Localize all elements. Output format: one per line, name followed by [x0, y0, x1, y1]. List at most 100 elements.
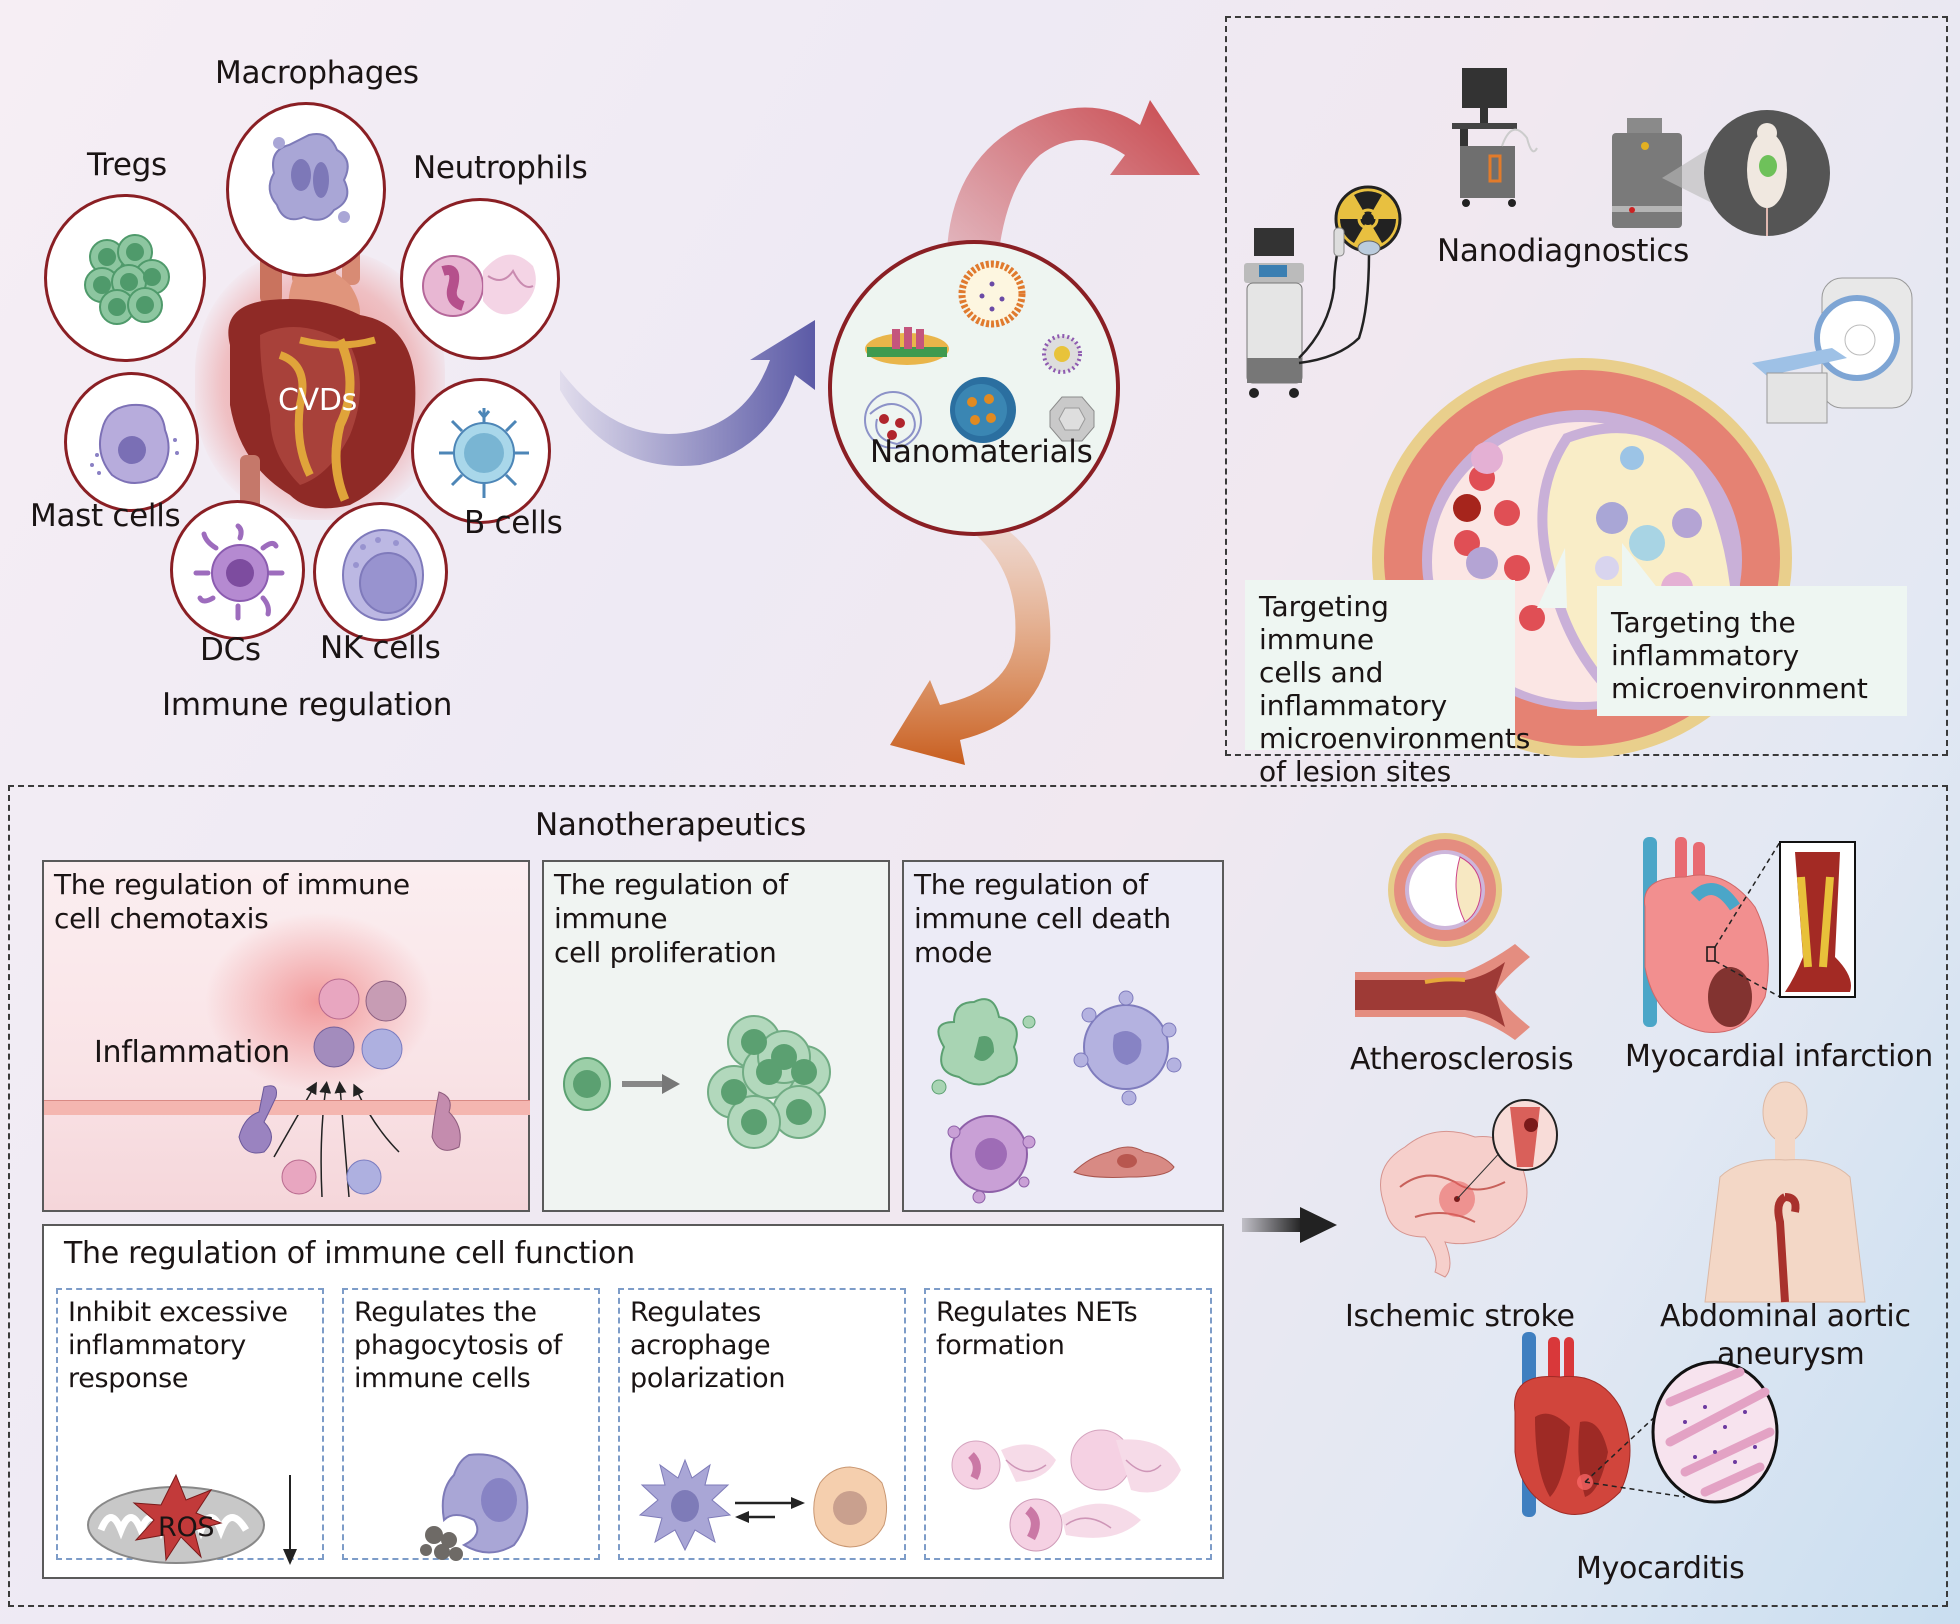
- callout-line: microenvironment: [1611, 672, 1868, 705]
- ferroptotic-cell-icon: [1073, 1146, 1175, 1178]
- mast-cell-icon: [90, 403, 179, 484]
- metal-nanoparticle-icon: [1049, 396, 1095, 442]
- nk-cell-icon: [342, 529, 424, 621]
- pyroptotic-cell-icon: [1073, 990, 1182, 1106]
- nanotherapeutics-title: Nanotherapeutics: [535, 807, 806, 843]
- mouse-imaging-icon: [1662, 110, 1830, 236]
- nk-cell-circle: [313, 502, 448, 642]
- callout-line: inflammatory: [1611, 639, 1800, 672]
- polarization-arrows-icon: [735, 1497, 805, 1523]
- mesoporous-nanoparticle-icon: [950, 377, 1016, 443]
- function-panel-title: The regulation of immune cell function: [64, 1236, 635, 1271]
- disease-label-myocarditis: Myocarditis: [1576, 1551, 1745, 1586]
- callout-pointer-left: [1537, 548, 1567, 608]
- human-aorta-icon: [1704, 1081, 1866, 1303]
- panel-title-line: cell proliferation: [554, 936, 777, 969]
- imaging-workstation-icon: [1452, 68, 1538, 207]
- mri-scanner-icon: [1752, 277, 1913, 424]
- phagocyte-icon: [420, 1453, 529, 1561]
- panel-immune-cell-function: The regulation of immune cell function I…: [42, 1224, 1224, 1579]
- b-cell-circle: [411, 378, 551, 524]
- disease-label-aaa-line2: aneurysm: [1717, 1337, 1865, 1372]
- extravasating-cells-icon: [238, 1085, 461, 1195]
- decrease-arrow-icon: [283, 1475, 297, 1565]
- arrow-to-nanomaterials: [560, 320, 815, 467]
- disease-label-myocardial-infarction: Myocardial infarction: [1625, 1039, 1933, 1074]
- dcs-label: DCs: [200, 632, 261, 668]
- single-cell-icon: [563, 1057, 611, 1111]
- m2-macrophage-icon: [813, 1466, 888, 1548]
- nets-icon: [951, 1429, 1181, 1552]
- subpanel-title-line: phagocytosis of: [354, 1330, 563, 1361]
- ros-label: ROS: [158, 1512, 215, 1543]
- b-cells-label: B cells: [464, 505, 563, 541]
- nk-cells-label: NK cells: [320, 630, 441, 666]
- subpanel-title-line: polarization: [630, 1363, 786, 1394]
- panel-proliferation: The regulation of immune cell proliferat…: [542, 860, 890, 1212]
- macrophage-icon: [268, 133, 350, 223]
- treg-icon: [84, 234, 170, 325]
- tregs-label: Tregs: [87, 147, 167, 183]
- treg-cell-circle: [44, 194, 206, 362]
- liposome-icon: [958, 260, 1026, 328]
- micelle-icon: [1042, 334, 1082, 374]
- callout-inflammatory-microenvironment: Targeting the inflammatory microenvironm…: [1597, 586, 1907, 716]
- immune-regulation-title: Immune regulation: [162, 687, 453, 723]
- disease-label-atherosclerosis: Atherosclerosis: [1350, 1042, 1574, 1077]
- immune-cells-cluster-icon: [313, 978, 407, 1070]
- nanomaterials-circle: Nanomaterials: [828, 240, 1120, 536]
- callout-line: of lesion sites: [1259, 755, 1452, 788]
- subpanel-macrophage-polarization: Regulates acrophage polarization: [618, 1288, 906, 1560]
- arrow-to-nanodiagnostics: [946, 100, 1200, 315]
- callout-line: Targeting the: [1611, 606, 1796, 639]
- callout-line: Targeting immune: [1259, 590, 1389, 656]
- inflammation-label: Inflammation: [94, 1035, 290, 1070]
- heart-section-icon: [1514, 1332, 1779, 1517]
- endothelium-layer: [44, 1100, 530, 1115]
- neutrophil-icon: [422, 254, 536, 317]
- panel-chemotaxis: The regulation of immune cell chemotaxis…: [42, 860, 530, 1212]
- mast-cell-circle: [64, 372, 199, 512]
- infarcted-heart-icon: [1643, 837, 1856, 1034]
- in-vivo-imager-icon: [1612, 118, 1682, 228]
- brain-icon: [1380, 1099, 1558, 1278]
- dendritic-cell-circle: [170, 500, 305, 640]
- necroptotic-cell-icon: [947, 1115, 1036, 1204]
- macrophages-label: Macrophages: [215, 55, 419, 91]
- ultrasound-machine-icon: [1244, 227, 1381, 398]
- subpanel-title-line: immune cells: [354, 1363, 531, 1394]
- mast-cells-label: Mast cells: [30, 498, 181, 534]
- subpanel-phagocytosis: Regulates the phagocytosis of immune cel…: [342, 1288, 600, 1561]
- migration-arrows-icon: [273, 1081, 400, 1198]
- neutrophil-cell-circle: [400, 198, 560, 360]
- neutrophils-label: Neutrophils: [413, 150, 588, 186]
- cvds-label: CVDs: [278, 383, 358, 418]
- subpanel-inhibit-inflammation: Inhibit excessive inflammatory response …: [56, 1288, 324, 1565]
- panel-title-line: The regulation of immune: [54, 868, 410, 901]
- callout-line: inflammatory: [1259, 689, 1448, 722]
- subpanel-title-line: response: [68, 1363, 189, 1394]
- subpanel-title-line: Inhibit excessive: [68, 1297, 288, 1328]
- dendritic-cell-icon: [193, 523, 285, 621]
- polymer-nanogel-icon: [864, 391, 922, 449]
- subpanel-nets-formation: Regulates NETs formation: [924, 1288, 1212, 1560]
- subpanel-title-line: inflammatory: [68, 1330, 246, 1361]
- subpanel-title-line: Regulates acrophage: [630, 1297, 771, 1361]
- nanodiagnostics-title: Nanodiagnostics: [1437, 233, 1689, 269]
- nanotherapeutics-box: Nanotherapeutics The regulation of immun…: [8, 785, 1948, 1607]
- subpanel-title-line: Regulates the: [354, 1297, 537, 1328]
- cell-cluster-icon: [707, 1015, 831, 1149]
- callout-line: cells and: [1259, 656, 1384, 689]
- artery-plaque-icon: [1355, 833, 1530, 1040]
- callout-line: microenvironments: [1259, 722, 1531, 755]
- arrow-to-diseases-icon: [1242, 1207, 1337, 1243]
- nanodiagnostics-box: Nanodiagnostics: [1225, 16, 1948, 788]
- panel-title-line: mode: [914, 936, 993, 969]
- disease-label-ischemic-stroke: Ischemic stroke: [1345, 1299, 1575, 1334]
- panel-title-line: The regulation of: [914, 868, 1148, 901]
- disease-label-aaa-line1: Abdominal aortic: [1660, 1299, 1911, 1334]
- macrophage-cell-circle: [226, 102, 386, 277]
- b-cell-icon: [439, 408, 529, 498]
- apoptotic-cell-icon: [931, 998, 1036, 1095]
- panel-title-line: The regulation of immune: [554, 868, 788, 935]
